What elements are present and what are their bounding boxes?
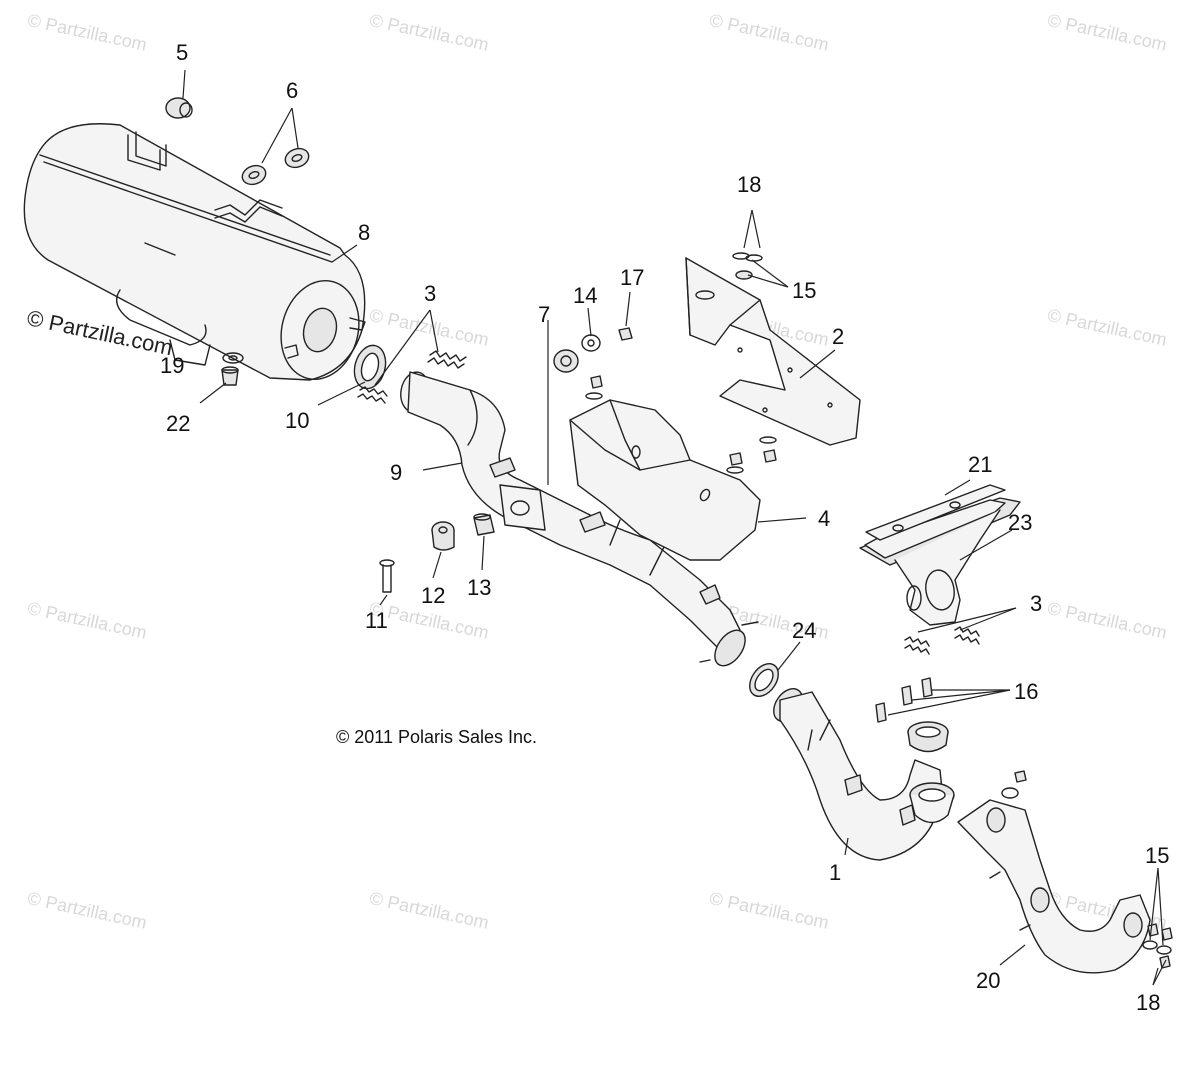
collar-upper	[907, 721, 949, 753]
bushing-part-22	[221, 366, 239, 386]
callout-12: 12	[421, 583, 446, 608]
callout-3-lower: 3	[1030, 591, 1043, 616]
muffler-part	[23, 123, 366, 381]
leader-lines	[182, 69, 1167, 986]
washer-part-19	[222, 352, 244, 364]
copyright-text: © 2011 Polaris Sales Inc.	[336, 727, 538, 747]
callout-15-lower: 15	[1145, 843, 1170, 868]
callout-22: 22	[166, 411, 191, 436]
grommet-part-12	[431, 521, 455, 551]
bushing-part-13	[473, 513, 495, 536]
mid-pipe-part-9	[400, 371, 759, 667]
heat-shield-part-4	[569, 399, 761, 561]
callout-19: 19	[160, 353, 185, 378]
callout-10: 10	[285, 408, 310, 433]
hardware-washers-nuts	[553, 252, 777, 474]
callout-13: 13	[467, 575, 492, 600]
callout-15-upper: 15	[792, 278, 817, 303]
spring-part-3-lower	[904, 626, 980, 655]
callout-5: 5	[176, 40, 189, 65]
spring-part-3-upper	[357, 350, 467, 404]
gasket-part-10	[353, 344, 387, 390]
gasket-part-24	[749, 663, 779, 697]
callout-14: 14	[573, 283, 598, 308]
collar-lower	[909, 782, 955, 824]
callout-16: 16	[1014, 679, 1039, 704]
manifold-part-23	[859, 497, 1021, 626]
head-pipe-shield-part-20	[957, 799, 1151, 974]
callout-6: 6	[286, 78, 299, 103]
grommet-part-6	[241, 147, 310, 186]
callout-24: 24	[792, 618, 817, 643]
callout-18-upper: 18	[737, 172, 762, 197]
callout-1: 1	[829, 860, 842, 885]
callout-4: 4	[818, 506, 831, 531]
callout-11: 11	[365, 608, 388, 633]
callout-18-lower: 18	[1136, 990, 1161, 1015]
callout-20: 20	[976, 968, 1001, 993]
grommet-part-5	[165, 97, 193, 119]
callout-7: 7	[538, 302, 551, 327]
callout-8: 8	[358, 220, 371, 245]
bolt-part-16	[875, 677, 933, 723]
bolt-part-11	[379, 559, 395, 593]
callout-21: 21	[968, 452, 993, 477]
callout-17: 17	[620, 265, 645, 290]
callout-23: 23	[1008, 510, 1033, 535]
head-pipe-part-1	[773, 688, 943, 861]
gasket-part-21	[865, 484, 1006, 541]
callout-2: 2	[832, 324, 845, 349]
callout-3-upper: 3	[424, 281, 437, 306]
bracket-part-2	[685, 257, 861, 446]
callout-9: 9	[390, 460, 403, 485]
